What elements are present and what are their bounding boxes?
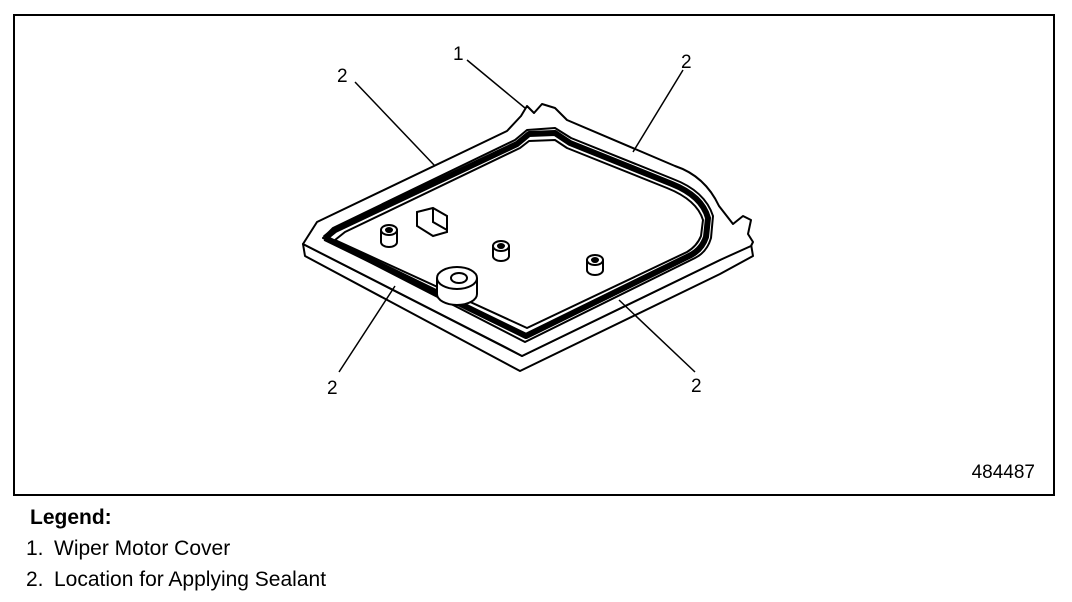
legend-title: Legend: xyxy=(30,506,112,529)
callout-2-top-left: 2 xyxy=(337,66,348,87)
sealant-bead-outer xyxy=(323,130,711,339)
legend-item-2: 2. Location for Applying Sealant xyxy=(26,564,326,595)
leader-lines xyxy=(338,59,696,373)
leader-line-2-bottom-left xyxy=(338,285,396,373)
cover-inner-floor xyxy=(334,139,704,329)
callout-1: 1 xyxy=(453,44,464,65)
callout-2-bottom-right: 2 xyxy=(691,376,702,397)
leader-line-2-top-left xyxy=(354,81,436,167)
post-large xyxy=(436,266,478,306)
wiper-motor-cover-illustration: 1 2 2 2 2 xyxy=(302,44,754,399)
callout-2-top-right: 2 xyxy=(681,52,692,73)
legend-item-label: Location for Applying Sealant xyxy=(54,568,327,591)
legend-item-number: 2. xyxy=(26,568,44,591)
figure-frame: 1 2 2 2 2 484487 xyxy=(13,14,1055,496)
post-right xyxy=(586,254,604,276)
sealant-bead xyxy=(323,130,711,339)
legend-item-number: 1. xyxy=(26,537,44,560)
leader-line-1 xyxy=(466,59,526,109)
mounting-posts xyxy=(380,206,604,306)
leader-line-2-bottom-right xyxy=(618,299,696,373)
wiper-motor-cover xyxy=(302,103,754,372)
callout-labels: 1 2 2 2 2 xyxy=(327,44,702,399)
callout-2-bottom-left: 2 xyxy=(327,378,338,399)
legend-item-1: 1. Wiper Motor Cover xyxy=(26,533,326,564)
connector-tab xyxy=(416,206,448,238)
legend-item-label: Wiper Motor Cover xyxy=(54,537,231,560)
legend: Legend: 1. Wiper Motor Cover 2. Location f… xyxy=(26,502,326,595)
post-center xyxy=(492,240,510,262)
figure-id: 484487 xyxy=(971,462,1035,483)
post-left xyxy=(380,224,398,248)
leader-line-2-top-right xyxy=(632,69,684,153)
